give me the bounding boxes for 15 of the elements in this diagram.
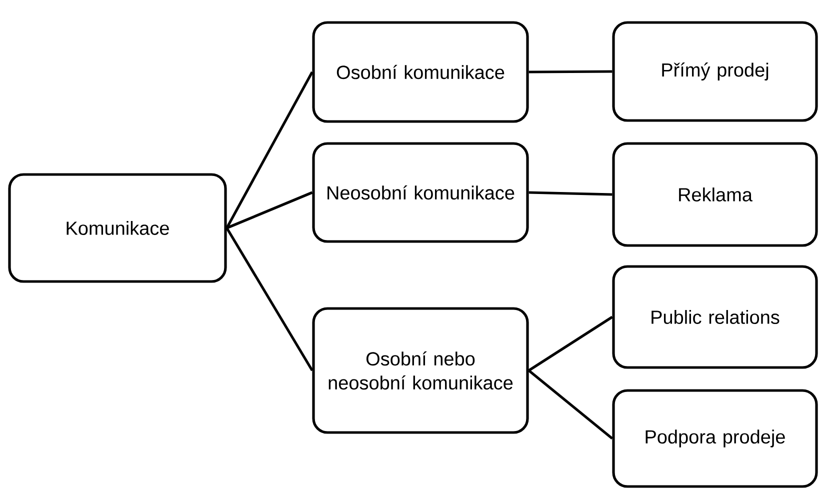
process-box: Osobní nebo neosobní komunikace — [312, 307, 529, 434]
connector-line — [528, 191, 612, 196]
process-box: Přímý prodej — [612, 21, 818, 122]
connector-line — [528, 316, 613, 372]
process-box: Public relations — [612, 265, 818, 369]
process-box: Komunikace — [8, 173, 227, 283]
connector-line — [226, 191, 313, 230]
process-box: Neosobní komunikace — [312, 142, 529, 243]
process-box: Osobní komunikace — [312, 21, 529, 123]
connector-line — [528, 70, 612, 74]
process-box: Reklama — [612, 142, 818, 247]
connector-line — [528, 370, 614, 440]
connector-line — [226, 227, 314, 372]
process-box: Podpora prodeje — [612, 389, 818, 488]
connector-line — [226, 71, 314, 229]
